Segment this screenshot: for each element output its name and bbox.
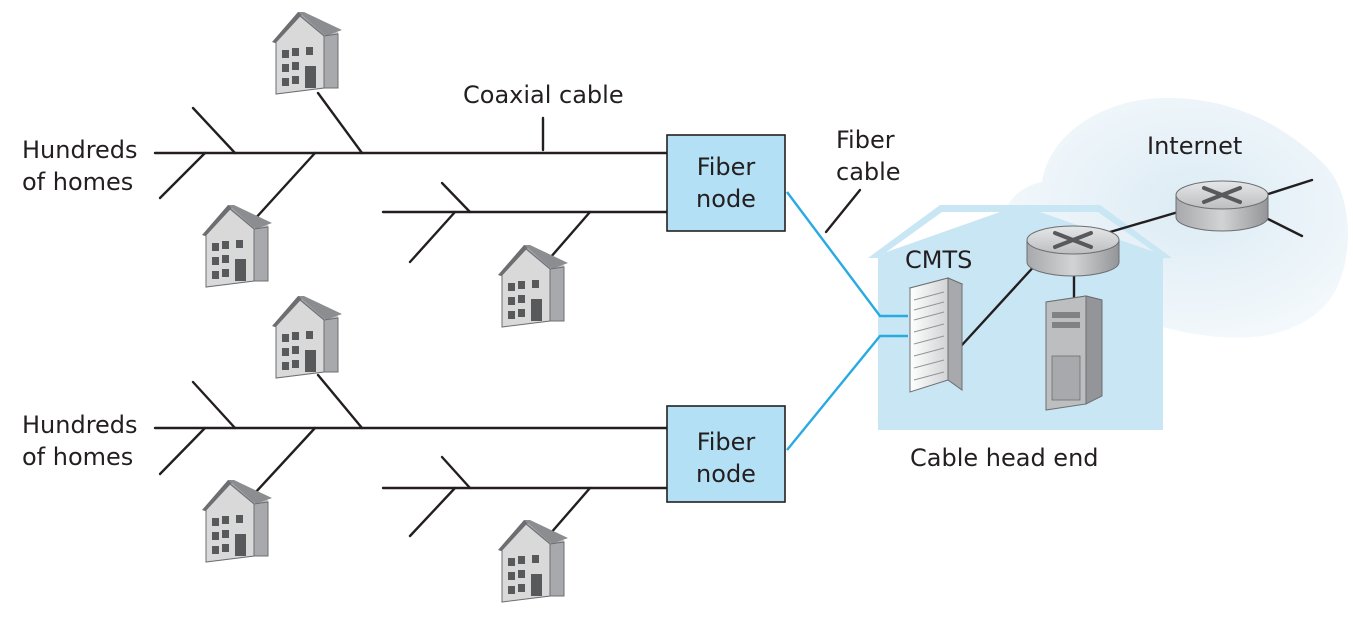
fiber-cables xyxy=(786,191,908,451)
hundreds-of-homes-top-line1: Hundreds xyxy=(22,136,138,164)
house-icon xyxy=(201,479,273,563)
hundreds-of-homes-top-line2: of homes xyxy=(22,168,133,196)
server-tower-icon xyxy=(1045,295,1103,411)
fiber-node-top-label-line2: node xyxy=(696,185,756,213)
house-icon xyxy=(201,204,273,288)
router-icon xyxy=(1025,224,1121,278)
cmts-label: CMTS xyxy=(905,246,972,274)
fiber-node-top xyxy=(666,134,786,232)
bottom-coax-tree xyxy=(153,373,669,538)
house-icon xyxy=(271,11,343,95)
hundreds-of-homes-bottom-line1: Hundreds xyxy=(22,411,138,439)
fiber-cable-pointer xyxy=(824,188,862,234)
fiber-cable-label-line1: Fiber xyxy=(836,126,895,154)
fiber-node-bottom-label-line1: Fiber xyxy=(697,428,756,456)
fiber-node-bottom xyxy=(666,405,786,503)
router-icon xyxy=(1174,179,1270,233)
house-icon xyxy=(497,244,569,328)
cmts-router-link xyxy=(960,260,1040,347)
fiber-cable-label-line2: cable xyxy=(836,158,901,186)
router-router-link xyxy=(1108,208,1187,234)
house-icon xyxy=(497,519,569,603)
house-icon xyxy=(271,295,343,379)
fiber-node-bottom-label-line2: node xyxy=(696,460,756,488)
cable-head-end-label: Cable head end xyxy=(910,444,1099,472)
cmts-rack-icon xyxy=(908,277,964,393)
coaxial-cable-label: Coaxial cable xyxy=(463,81,624,109)
fiber-node-top-label-line1: Fiber xyxy=(697,153,756,181)
hundreds-of-homes-bottom-line2: of homes xyxy=(22,443,133,471)
top-coax-tree xyxy=(153,91,669,264)
internet-link-1 xyxy=(1260,178,1314,198)
internet-label: Internet xyxy=(1147,132,1242,160)
